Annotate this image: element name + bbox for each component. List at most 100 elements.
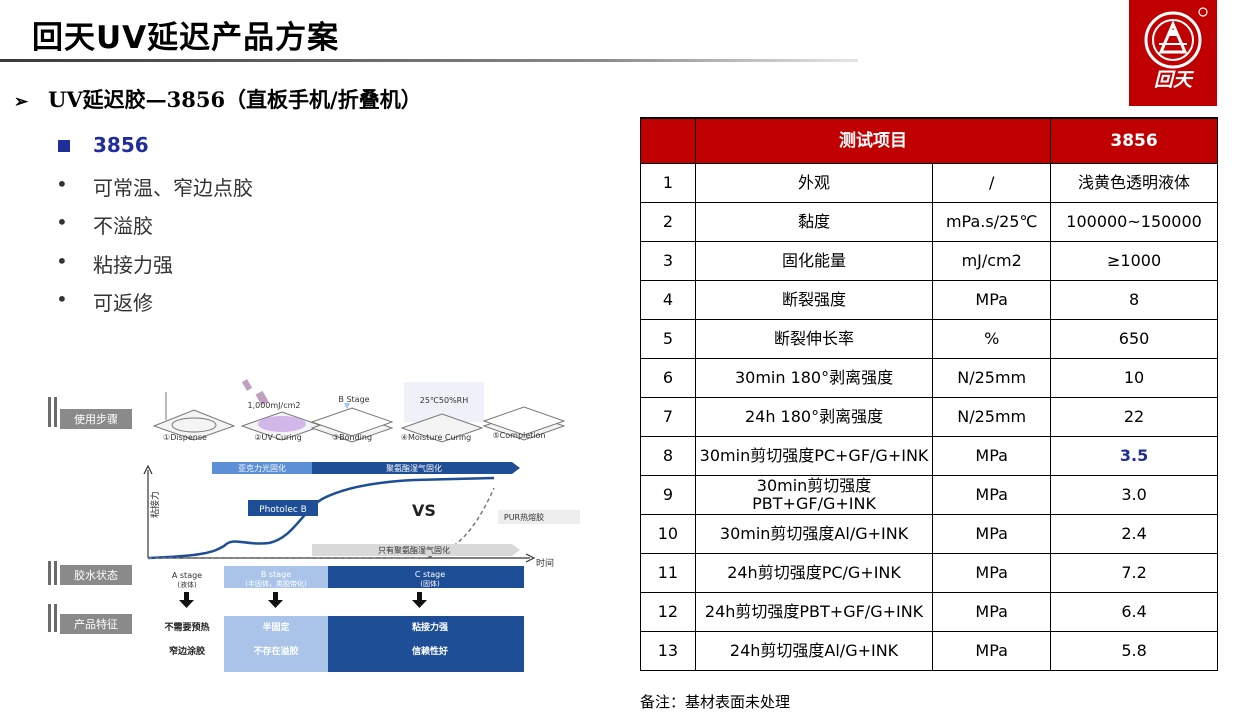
stage-c-name: C stage	[415, 570, 445, 579]
company-logo: 回天	[1129, 0, 1217, 106]
feature-a-2: 窄边涂胶	[169, 645, 205, 657]
feature-c-2: 信赖性好	[412, 645, 448, 657]
row-no: 5	[640, 319, 696, 359]
step-uv: 1,000mJ/cm2 ②UV Curing	[240, 379, 324, 442]
row-unit: /	[932, 163, 1052, 203]
stage-b-box	[224, 566, 328, 588]
step-dispense: ①Dispense	[152, 392, 236, 442]
photolec-curve	[147, 476, 495, 560]
stage-a-name: A stage	[172, 571, 202, 580]
urethane-only-bar	[312, 544, 520, 556]
row-no: 6	[640, 358, 696, 398]
row-item: 24h剪切强度Al/G+INK	[694, 631, 934, 671]
acrylic-phase-bar	[212, 462, 312, 474]
dot-bullet-icon: •	[56, 210, 68, 234]
photolec-tag: Photolec B	[259, 505, 307, 515]
stage-c-box	[328, 566, 524, 588]
step-label: ③Bonding	[332, 433, 372, 442]
row-value: 5.8	[1050, 631, 1218, 671]
y-axis-label: 粘接力	[149, 491, 161, 518]
row-item: 外观	[694, 163, 934, 203]
page-title: 回天UV延迟产品方案	[32, 20, 340, 56]
row-label-state-bg	[60, 565, 132, 585]
row-no: 11	[640, 553, 696, 593]
row-unit: MPa	[932, 631, 1052, 671]
row-no: 9	[640, 475, 696, 515]
table-footnote: 备注：基材表面未处理	[640, 693, 791, 711]
urethane-only-label: 只有聚氨酯湿气固化	[378, 545, 450, 555]
vs-label: VS	[412, 501, 436, 520]
list-item: •可常温、窄边点胶	[56, 172, 253, 211]
logo-emblem-icon: 回天	[1144, 7, 1208, 91]
step-label: ①Dispense	[163, 433, 207, 442]
row-item: 断裂强度	[694, 280, 934, 320]
row-item: 24h 180°剥离强度	[694, 397, 934, 437]
table-header-row: 测试项目 3856	[640, 117, 1218, 164]
row-item: 黏度	[694, 202, 934, 242]
row-no: 10	[640, 514, 696, 554]
step-completion: ⑤Completion	[482, 406, 566, 441]
row-label-steps-bg	[60, 409, 132, 429]
moisture-note: 25℃50%RH	[420, 396, 469, 405]
row-unit: MPa	[932, 592, 1052, 632]
arrow-bullet-icon: ➢	[14, 92, 29, 112]
row-unit: MPa	[932, 514, 1052, 554]
feature-c-1: 粘接力强	[411, 621, 448, 633]
stage-a-desc: (液体)	[177, 580, 197, 589]
step-moisture: 25℃50%RH ④Moisture Curing	[400, 382, 484, 443]
row-item: 30min剪切强度PC+GF/G+INK	[694, 436, 934, 476]
row-item: 30min 180°剥离强度	[694, 358, 934, 398]
process-diagram: 使用步骤 胶水状态 产品特征 ①Dispense 1,000mJ/cm2 ②UV…	[48, 379, 580, 672]
urethane-phase-label: 聚氨酯湿气固化	[386, 463, 442, 473]
row-no: 4	[640, 280, 696, 320]
row-unit: mJ/cm2	[932, 241, 1052, 281]
row-no: 13	[640, 631, 696, 671]
row-unit: N/25mm	[932, 358, 1052, 398]
feature-b-2: 不存在溢胶	[253, 645, 298, 657]
row-value: 22	[1050, 397, 1218, 437]
row-value: 100000~150000	[1050, 202, 1218, 242]
row-value: 3.0	[1050, 475, 1218, 515]
acrylic-phase-label: 亚克力光固化	[238, 463, 286, 473]
row-item: 24h剪切强度PC/G+INK	[694, 553, 934, 593]
row-value: 6.4	[1050, 592, 1218, 632]
row-item: 断裂伸长率	[694, 319, 934, 359]
row-label-state: 胶水状态	[74, 568, 118, 582]
feature-text: 粘接力强	[93, 252, 173, 277]
row-value: 2.4	[1050, 514, 1218, 554]
row-unit: MPa	[932, 436, 1052, 476]
stage-b-name: B stage	[261, 570, 291, 579]
row-item: 30min剪切强度 PBT+GF/G+INK	[694, 475, 934, 515]
row-value: 650	[1050, 319, 1218, 359]
row-value: 10	[1050, 358, 1218, 398]
row-unit: N/25mm	[932, 397, 1052, 437]
feature-b-box	[224, 616, 328, 672]
row-label-features-bg	[60, 614, 132, 634]
feature-b-1: 半固定	[262, 621, 290, 633]
row-unit: MPa	[932, 280, 1052, 320]
row-no: 12	[640, 592, 696, 632]
feature-c-box	[328, 616, 524, 672]
x-axis-label: 时间	[536, 557, 554, 569]
row-no: 8	[640, 436, 696, 476]
section-heading: ➢UV延迟胶—3856（直板手机/折叠机）	[14, 84, 422, 114]
step-label: ⑤Completion	[493, 431, 546, 440]
logo-text: 回天	[1154, 69, 1195, 91]
step-label: ②UV Curing	[254, 433, 301, 442]
row-item: 30min剪切强度Al/G+INK	[694, 514, 934, 554]
row-value: 浅黄色透明液体	[1050, 163, 1218, 203]
row-label-steps: 使用步骤	[74, 413, 118, 426]
row-value: 8	[1050, 280, 1218, 320]
row-unit: %	[932, 319, 1052, 359]
pur-tag-bg	[498, 510, 580, 524]
header-no-cell	[640, 117, 696, 164]
